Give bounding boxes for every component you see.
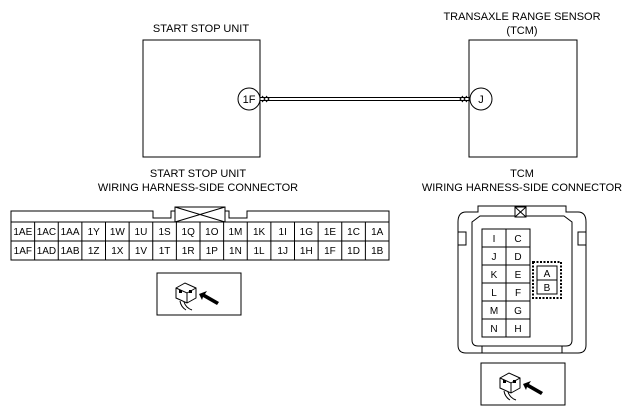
ssu-pin-1y: 1Y xyxy=(88,227,101,238)
start-stop-unit-title: START STOP UNIT xyxy=(153,23,249,35)
ssu-pin-1o: 1O xyxy=(205,227,219,238)
ssu-pin-1w: 1W xyxy=(110,227,126,238)
ssu-pin-1k: 1K xyxy=(253,227,266,238)
ssu-pin-1g: 1G xyxy=(300,227,314,238)
tcm-pin-j: J xyxy=(492,252,497,263)
tcm-pin-i: I xyxy=(493,234,496,245)
ssu-pin-1t: 1T xyxy=(159,246,171,257)
ssu-pin-1f: 1F xyxy=(324,246,336,257)
tcm-pin-b: B xyxy=(544,283,551,294)
tcm-pin-c: C xyxy=(514,234,521,245)
terminal-j: J xyxy=(469,87,493,111)
tcm-pin-e: E xyxy=(515,270,522,281)
tcm-title-line1: TRANSAXLE RANGE SENSOR xyxy=(443,11,600,23)
ssu-pin-1ae: 1AE xyxy=(13,227,32,238)
ssu-connector-title-line2: WIRING HARNESS-SIDE CONNECTOR xyxy=(98,182,298,194)
tcm-pin-a: A xyxy=(544,269,551,280)
tcm-connector-view-icon xyxy=(480,362,566,406)
ssu-pin-1p: 1P xyxy=(206,246,219,257)
tcm-connector xyxy=(457,205,587,354)
tcm-pin-d: D xyxy=(514,252,521,263)
ssu-pin-1l: 1L xyxy=(254,246,266,257)
ssu-pin-1b: 1B xyxy=(371,246,384,257)
ssu-pin-1s: 1S xyxy=(158,227,171,238)
tcm-box xyxy=(468,39,578,158)
ssu-pin-1ad: 1AD xyxy=(37,246,56,257)
ssu-pin-1aa: 1AA xyxy=(61,227,80,238)
terminal-1f: 1F xyxy=(237,87,261,111)
tcm-pin-l: L xyxy=(491,288,497,299)
tcm-title-line2: (TCM) xyxy=(506,25,537,37)
ssu-pin-1h: 1H xyxy=(300,246,313,257)
ssu-connector-title-line1: START STOP UNIT xyxy=(150,168,246,180)
ssu-pin-1d: 1D xyxy=(347,246,360,257)
tcm-pin-k: K xyxy=(491,270,498,281)
ssu-pin-1m: 1M xyxy=(228,227,242,238)
ssu-pin-1x: 1X xyxy=(111,246,124,257)
tcm-pin-h: H xyxy=(514,324,521,335)
terminal-1f-label: 1F xyxy=(243,94,256,106)
ssu-pin-1z: 1Z xyxy=(88,246,100,257)
tcm-connector-title-line1: TCM xyxy=(510,168,534,180)
ssu-pin-1u: 1U xyxy=(135,227,148,238)
ssu-pin-1e: 1E xyxy=(324,227,337,238)
ssu-connector: 1AE 1AC 1AA 1Y 1W 1U 1S 1Q 1O 1M 1K 1I 1G 1E 1C 1A 1AF 1A… xyxy=(10,206,390,261)
ssu-pin-1af: 1AF xyxy=(14,246,32,257)
tcm-pin-g: G xyxy=(514,306,522,317)
tcm-pin-f: F xyxy=(515,288,521,299)
ssu-pin-1i: 1I xyxy=(279,227,287,238)
ssu-pin-1v: 1V xyxy=(135,246,148,257)
tcm-pin-m: M xyxy=(490,306,498,317)
wire-1f-to-j xyxy=(260,95,470,103)
terminal-j-label: J xyxy=(478,94,484,106)
ssu-pin-1r: 1R xyxy=(182,246,195,257)
ssu-pin-1ac: 1AC xyxy=(37,227,56,238)
ssu-pin-1n: 1N xyxy=(229,246,242,257)
ssu-pin-1a: 1A xyxy=(371,227,384,238)
ssu-pin-1ab: 1AB xyxy=(61,246,80,257)
ssu-pin-1c: 1C xyxy=(347,227,360,238)
ssu-pin-1j: 1J xyxy=(277,246,288,257)
tcm-pin-n: N xyxy=(490,324,497,335)
tcm-connector-title-line2: WIRING HARNESS-SIDE CONNECTOR xyxy=(422,182,622,194)
ssu-connector-view-icon xyxy=(156,272,242,316)
ssu-pin-1q: 1Q xyxy=(182,227,196,238)
